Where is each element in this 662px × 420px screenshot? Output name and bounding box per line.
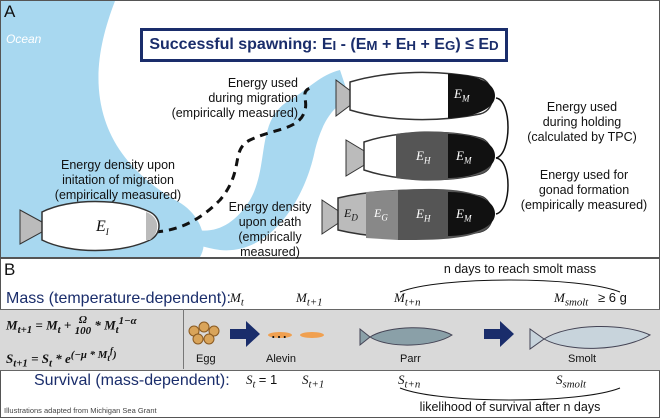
fish-bot-label-ed: ED [344,206,358,223]
migration-path [154,86,311,234]
migration-illustration [1,1,509,257]
stage-parr: Parr [400,353,421,365]
river [150,70,350,251]
gonad-note: Energy used for gonad formation (empiric… [520,168,648,212]
smolt-fish [529,325,652,350]
ocean-area [1,1,204,257]
days-note: n days to reach smolt mass [443,262,597,276]
migration-energy-note: Energy used during migration (empiricall… [171,76,298,120]
stage-smolt: Smolt [568,353,597,365]
fish-bot-label-eh: EH [416,206,431,224]
initiation-density-note: Energy density upon initation of migrati… [54,158,182,202]
egg-cluster [188,321,220,345]
mass-msmolt: Msmolt [554,290,589,309]
panel-b-label: B [4,260,16,279]
fish-bot-label-eg: EG [374,206,388,223]
survival-st1: St+1 [302,372,325,391]
alevin-1 [268,332,292,338]
survival-label: Survival (mass-dependent): [34,372,230,389]
lifecycle-illustration [188,321,652,350]
fish-label-ei: EI [96,218,109,238]
arrow-parr-smolt [484,321,514,347]
eq-mid4: ) ≤ E [455,36,490,53]
mass-threshold: ≥ 6 g [598,290,627,305]
eq-prefix: Successful spawning: E [149,36,333,53]
eq-sub-h: H [406,37,417,53]
fish-bot-label-em: EM [456,206,472,224]
eq-sub-i: I [332,37,337,53]
fish-mid-label-em: EM [456,148,472,166]
survival-note: likelihood of survival after n days [419,400,601,414]
parr-fish [359,327,453,347]
fish-mid-label-eh: EH [416,148,431,166]
eq-sub-d: D [489,37,499,53]
mass-mt1: Mt+1 [296,290,323,309]
mass-mtn: Mt+n [394,290,421,309]
fish-start [19,200,160,252]
panel-a-label: A [4,2,16,21]
holding-note: Energy used during holding (calculated b… [527,100,637,144]
holding-bracket [495,97,509,159]
lifecycle-strip [0,309,660,371]
mass-mt: Mt [230,290,244,309]
stage-egg: Egg [196,353,216,365]
panel-a [0,0,660,258]
stage-ellipsis: … [270,322,288,342]
credit-text: Illustrations adapted from Michigan Sea … [4,406,157,415]
fish-top-label-em: EM [454,86,470,104]
death-density-note: Energy density upon death (empirically m… [228,200,312,259]
eq-mid2: + E [377,36,407,53]
eq-mid1: - (E [336,36,367,53]
fish-middle [345,131,495,181]
days-arc [399,279,621,293]
survival-stn: St+n [398,372,421,391]
survival-st: St = 1 [246,372,278,391]
survival-equation: St+1 = St * e(−μ * Mtf) [6,345,117,370]
fish-top [335,71,495,121]
eq-sub-m: M [366,37,378,53]
eq-sub-g: G [444,37,456,53]
mass-label: Mass (temperature-dependent): [6,290,231,307]
stage-alevin: Alevin [266,353,296,365]
gonad-bracket [495,157,509,215]
ocean-label: Ocean [6,32,42,46]
alevin-2 [300,332,324,338]
arrow-egg-alevin [230,321,260,347]
fish-bottom [321,188,495,240]
survival-arc [399,387,621,401]
survival-ssmolt: Ssmolt [556,372,586,391]
eq-mid3: + E [416,36,445,53]
